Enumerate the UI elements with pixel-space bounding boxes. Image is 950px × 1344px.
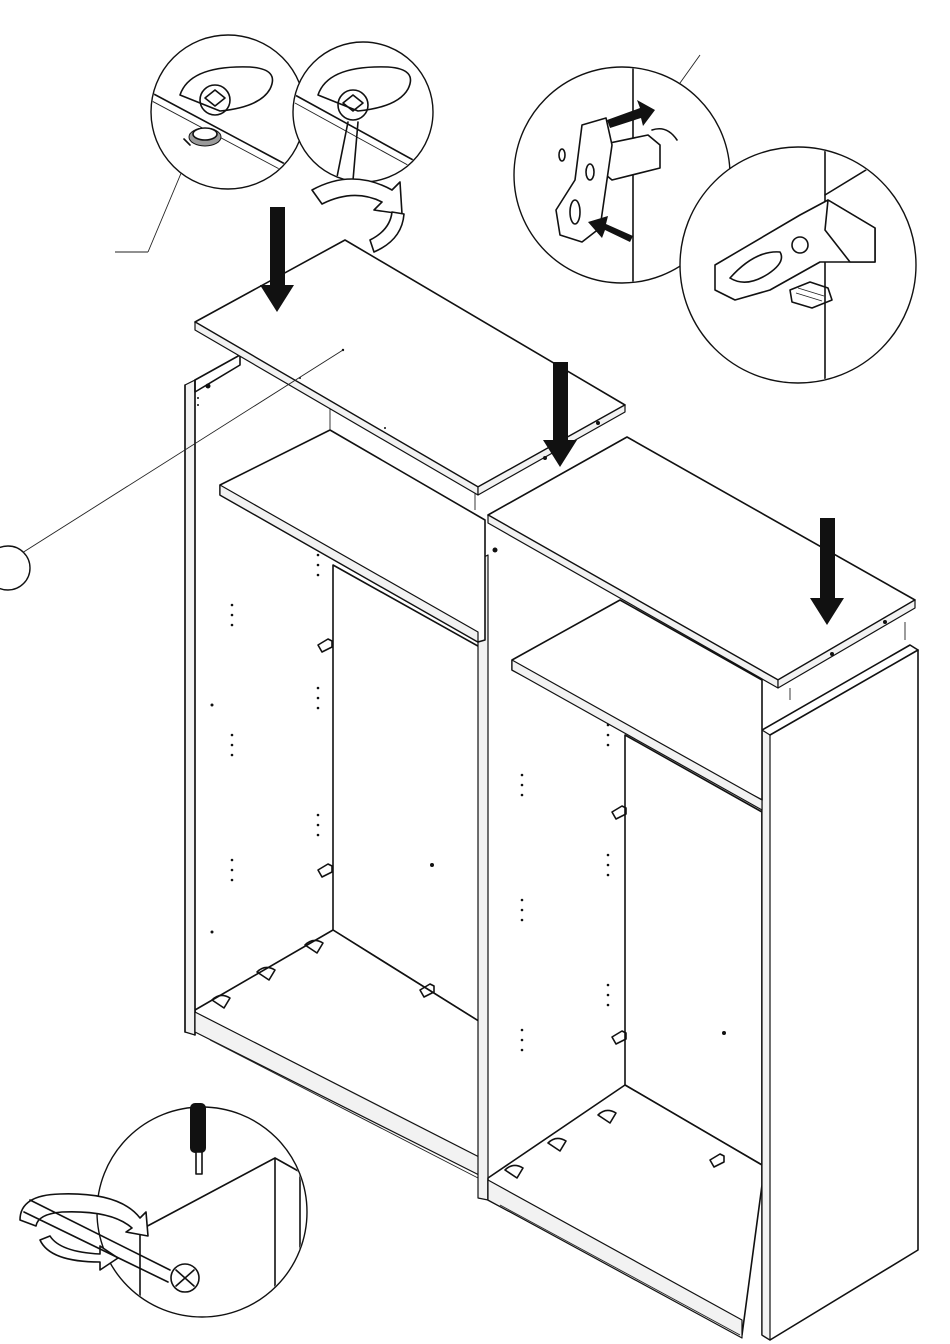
pointer-bubble: [0, 546, 30, 590]
right-side-front-edge: [762, 730, 770, 1340]
right-side-panel: [762, 645, 918, 1340]
left-side-front-edge: [185, 380, 195, 1035]
left-side-panel: [195, 355, 240, 392]
screwdriver-plinth-detail: [20, 1103, 307, 1320]
rotate-arrow-icon: [312, 179, 404, 252]
left-cabinet: [185, 355, 488, 1200]
middle-side-panel: [478, 555, 488, 1200]
cam-lock-insert-detail: [150, 35, 305, 189]
right-cabinet: [488, 548, 918, 1341]
cam-lock-turn-detail: [293, 42, 435, 192]
